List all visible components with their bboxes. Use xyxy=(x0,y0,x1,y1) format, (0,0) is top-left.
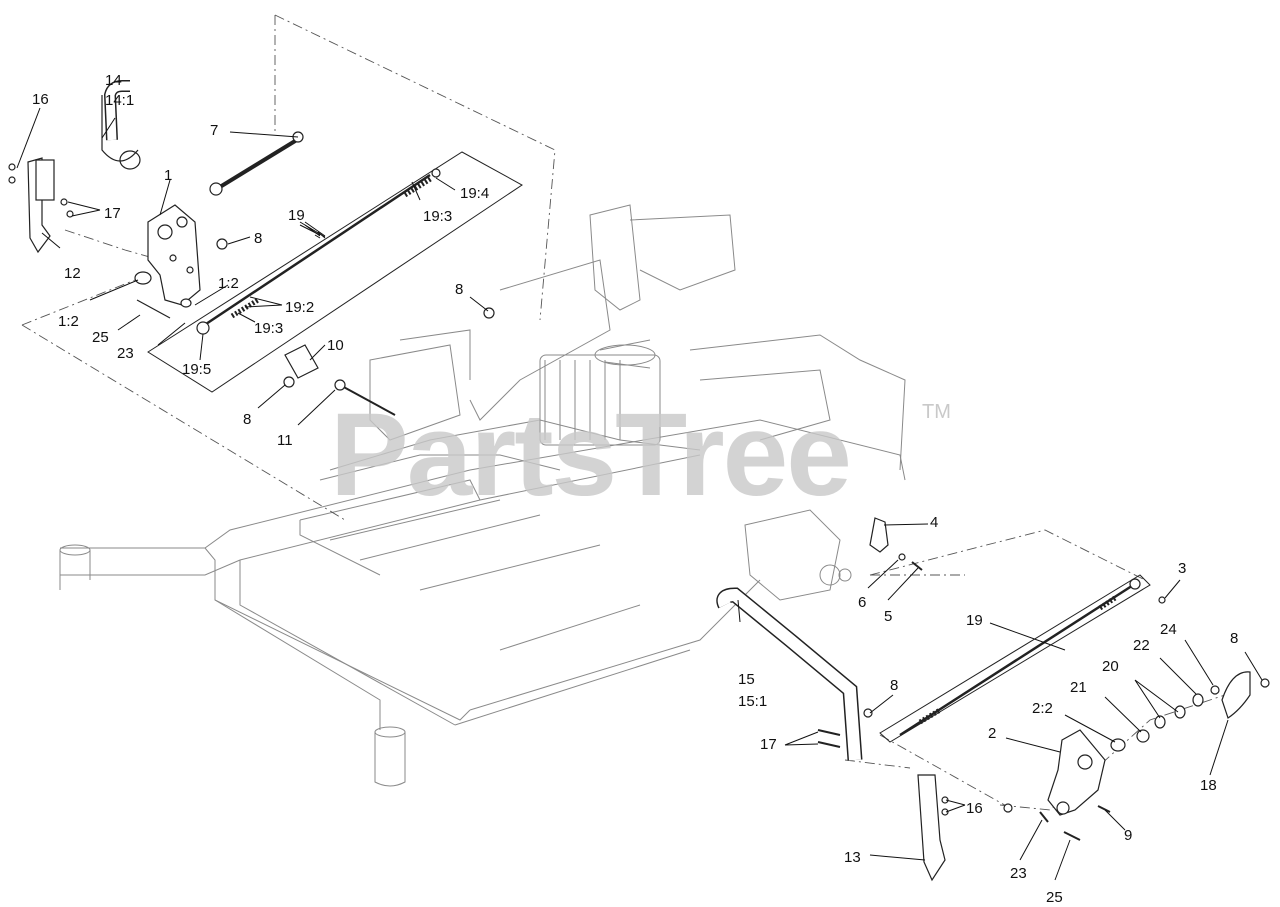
callout-c11: 11 xyxy=(277,432,293,449)
callout-c8c: 8 xyxy=(243,411,251,428)
callout-c25a: 25 xyxy=(92,329,109,346)
callout-c19b: 19 xyxy=(966,612,983,629)
callout-c22: 22 xyxy=(1133,637,1150,654)
callout-c24: 24 xyxy=(1160,621,1177,638)
callout-c1: 1 xyxy=(164,167,172,184)
callout-c15-1: 15:1 xyxy=(738,693,767,710)
watermark-trademark: TM xyxy=(922,401,951,423)
callout-c17a: 17 xyxy=(104,205,121,222)
callout-c13: 13 xyxy=(844,849,861,866)
part-12-arm xyxy=(27,157,51,254)
callout-c19-4: 19:4 xyxy=(460,185,489,202)
callout-c7: 7 xyxy=(210,122,218,139)
watermark-text: PartsTree xyxy=(330,389,850,521)
callout-c12: 12 xyxy=(64,265,81,282)
part-2-bracket xyxy=(1047,729,1106,816)
callout-c23a: 23 xyxy=(117,345,134,362)
callout-c25b: 25 xyxy=(1046,889,1063,906)
phantom-lines xyxy=(21,14,1241,811)
callout-c8b: 8 xyxy=(455,281,463,298)
callout-c9: 9 xyxy=(1124,827,1132,844)
callout-c14-1: 14:1 xyxy=(105,92,134,109)
part-18-strap xyxy=(1221,671,1251,719)
callout-c6: 6 xyxy=(858,594,866,611)
callout-c23b: 23 xyxy=(1010,865,1027,882)
callout-c8d: 8 xyxy=(1230,630,1238,647)
callout-c8a: 8 xyxy=(254,230,262,247)
part-7-rod xyxy=(213,136,302,192)
callout-c2-2: 2:2 xyxy=(1032,700,1053,717)
callout-c3: 3 xyxy=(1178,560,1186,577)
callout-c4: 4 xyxy=(930,514,938,531)
callout-c8e: 8 xyxy=(890,677,898,694)
callout-c19-3b: 19:3 xyxy=(254,320,283,337)
parts-left-group xyxy=(8,80,495,416)
callout-c19-3a: 19:3 xyxy=(423,208,452,225)
callout-c10: 10 xyxy=(327,337,344,354)
callout-c19-2: 19:2 xyxy=(285,299,314,316)
part-10-spacer xyxy=(284,344,319,379)
part-19-linkage-rod xyxy=(199,173,431,330)
callout-c18: 18 xyxy=(1200,777,1217,794)
callout-c16b: 16 xyxy=(966,800,983,817)
callout-c2: 2 xyxy=(988,725,996,742)
mower-frame xyxy=(59,204,906,787)
callout-c15: 15 xyxy=(738,671,755,688)
linkage-box-lower xyxy=(879,574,1151,743)
callout-c19a: 19 xyxy=(288,207,305,224)
part-4-link xyxy=(869,517,889,553)
partstree-watermark: PartsTree TM xyxy=(330,389,951,521)
callout-c5: 5 xyxy=(884,608,892,625)
callout-c21: 21 xyxy=(1070,679,1087,696)
callout-c20: 20 xyxy=(1102,658,1119,675)
callout-c19-5: 19:5 xyxy=(182,361,211,378)
callout-c17b: 17 xyxy=(760,736,777,753)
callout-labels: 1414:116711781919:419:3121:219:21:22519:… xyxy=(32,72,1238,906)
callout-c1-2b: 1:2 xyxy=(58,313,79,330)
parts-right-group xyxy=(716,517,1270,882)
part-13-arm xyxy=(917,774,946,882)
callout-c16a: 16 xyxy=(32,91,49,108)
callout-c14: 14 xyxy=(105,72,122,89)
linkage-box-upper xyxy=(147,151,523,393)
callout-leaders xyxy=(16,107,1263,881)
part-11-bolt xyxy=(339,384,396,416)
callout-c1-2a: 1:2 xyxy=(218,275,239,292)
